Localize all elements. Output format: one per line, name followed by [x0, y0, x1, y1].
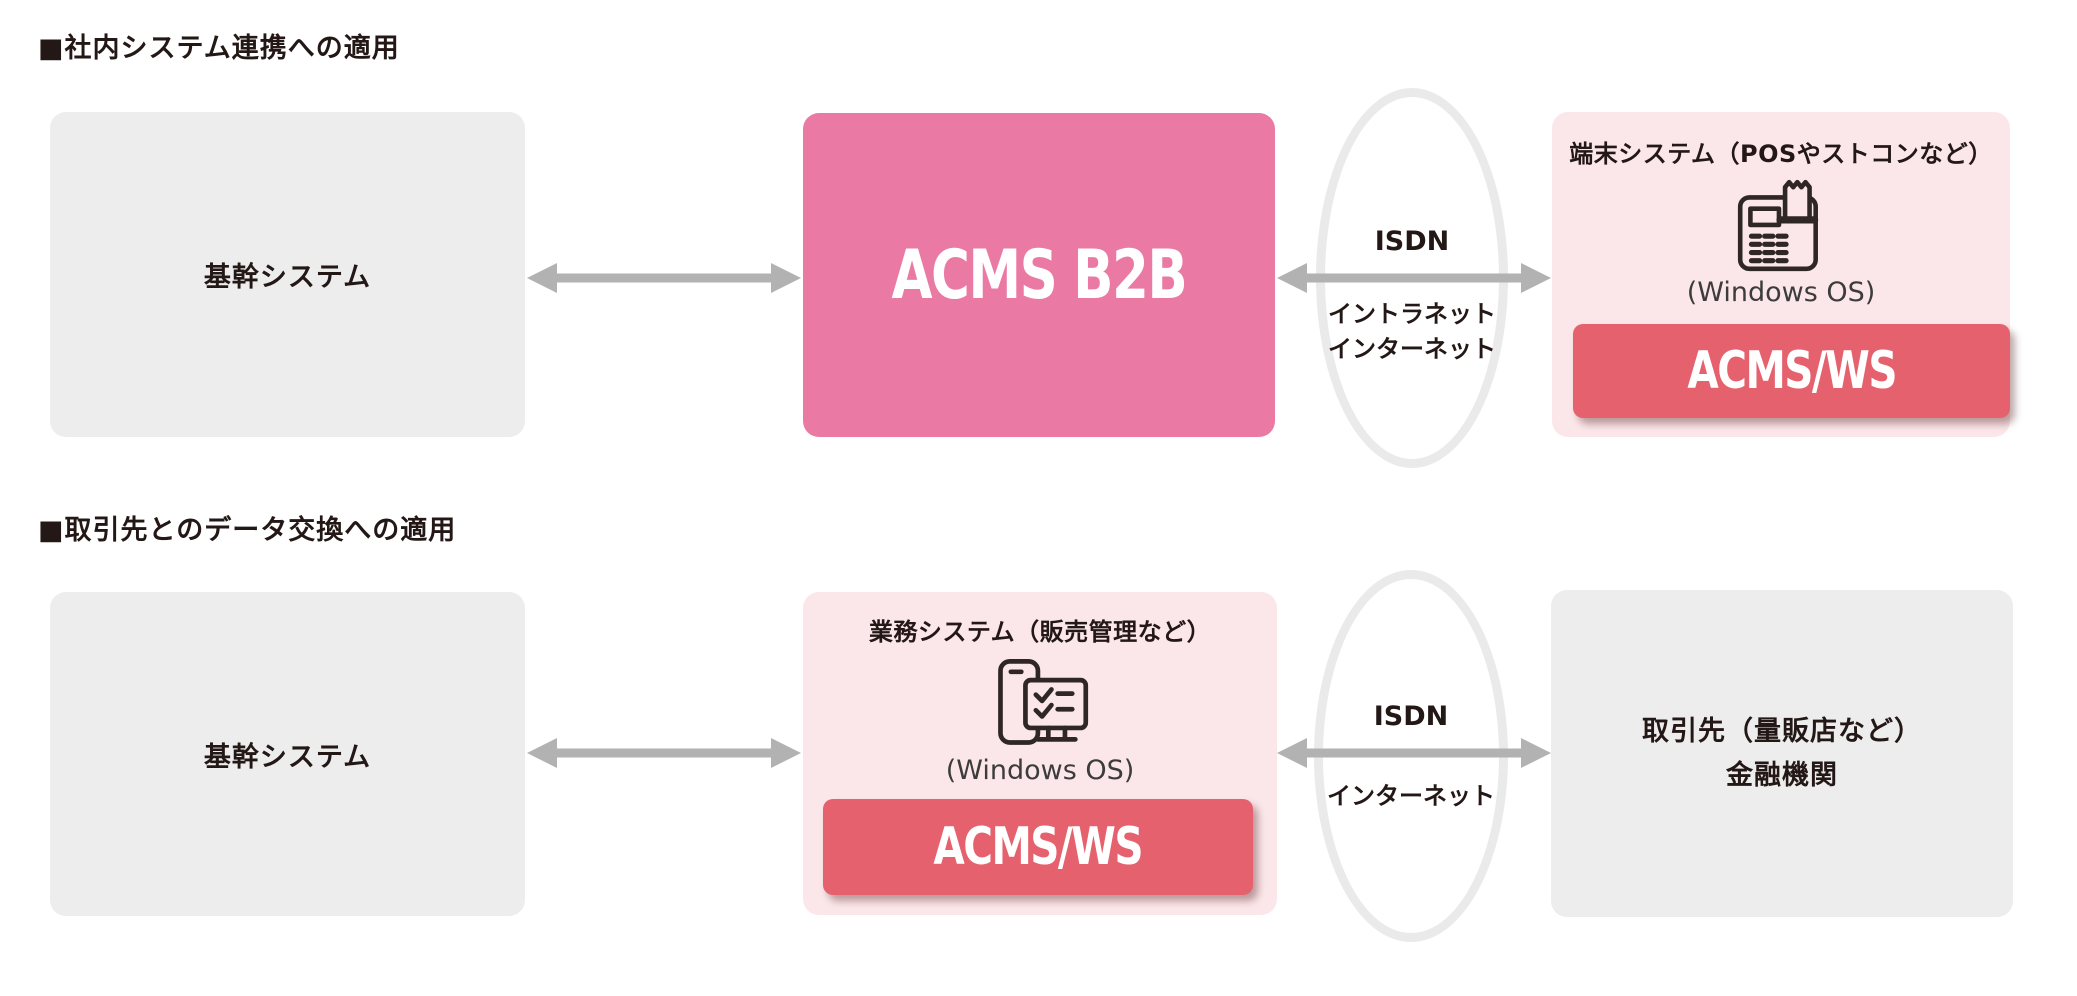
financial-institution-label: 金融機関 — [1726, 759, 1838, 791]
trading-partner-box: 取引先（量販店など） 金融機関 — [1551, 590, 2013, 917]
isdn-label-2: ISDN — [1373, 701, 1449, 732]
bidirectional-arrow-3 — [527, 738, 801, 768]
pos-terminal-icon — [1737, 179, 1819, 272]
isdn-label-1: ISDN — [1374, 226, 1450, 257]
section2-heading: ■取引先とのデータ交換への適用 — [38, 515, 457, 546]
core-system-box-2: 基幹システム — [50, 592, 525, 916]
windows-os-label-1: (Windows OS) — [1686, 277, 1876, 308]
terminal-system-title: 端末システム（POSやストコンなど） — [1569, 140, 1993, 168]
internet-label-1: インターネット — [1328, 335, 1496, 363]
internet-label-2: インターネット — [1327, 782, 1495, 810]
acms-b2b-box: ACMS B2B — [803, 113, 1275, 437]
intranet-label: イントラネット — [1328, 300, 1496, 328]
core-system-label-1: 基幹システム — [203, 262, 372, 293]
terminal-icon-wrap — [1552, 177, 2010, 277]
acms-b2b-logo: ACMS B2B — [891, 235, 1188, 315]
acms-ws-logo-1: ACMS/WS — [1687, 341, 1897, 401]
acms-ws-badge-1: ACMS/WS — [1573, 324, 2010, 418]
windows-os-label-2: (Windows OS) — [945, 755, 1135, 786]
bidirectional-arrow-1 — [527, 263, 801, 293]
business-pc-icon — [998, 659, 1089, 745]
terminal-system-box: 端末システム（POSやストコンなど） (Windows OS) ACMS/WS — [1552, 112, 2010, 437]
trading-partner-label: 取引先（量販店など） — [1642, 715, 1922, 747]
bidirectional-arrow-4 — [1277, 738, 1551, 768]
acms-ws-badge-2: ACMS/WS — [823, 799, 1253, 895]
bidirectional-arrow-2 — [1277, 263, 1551, 293]
core-system-box-1: 基幹システム — [50, 112, 525, 437]
section1-heading: ■社内システム連携への適用 — [38, 33, 400, 64]
core-system-label-2: 基幹システム — [203, 741, 372, 773]
business-system-box: 業務システム（販売管理など） (Windows OS) ACMS/WS — [803, 592, 1277, 915]
business-icon-wrap — [803, 655, 1277, 755]
business-system-title: 業務システム（販売管理など） — [868, 618, 1212, 646]
acms-ws-logo-2: ACMS/WS — [933, 817, 1144, 877]
